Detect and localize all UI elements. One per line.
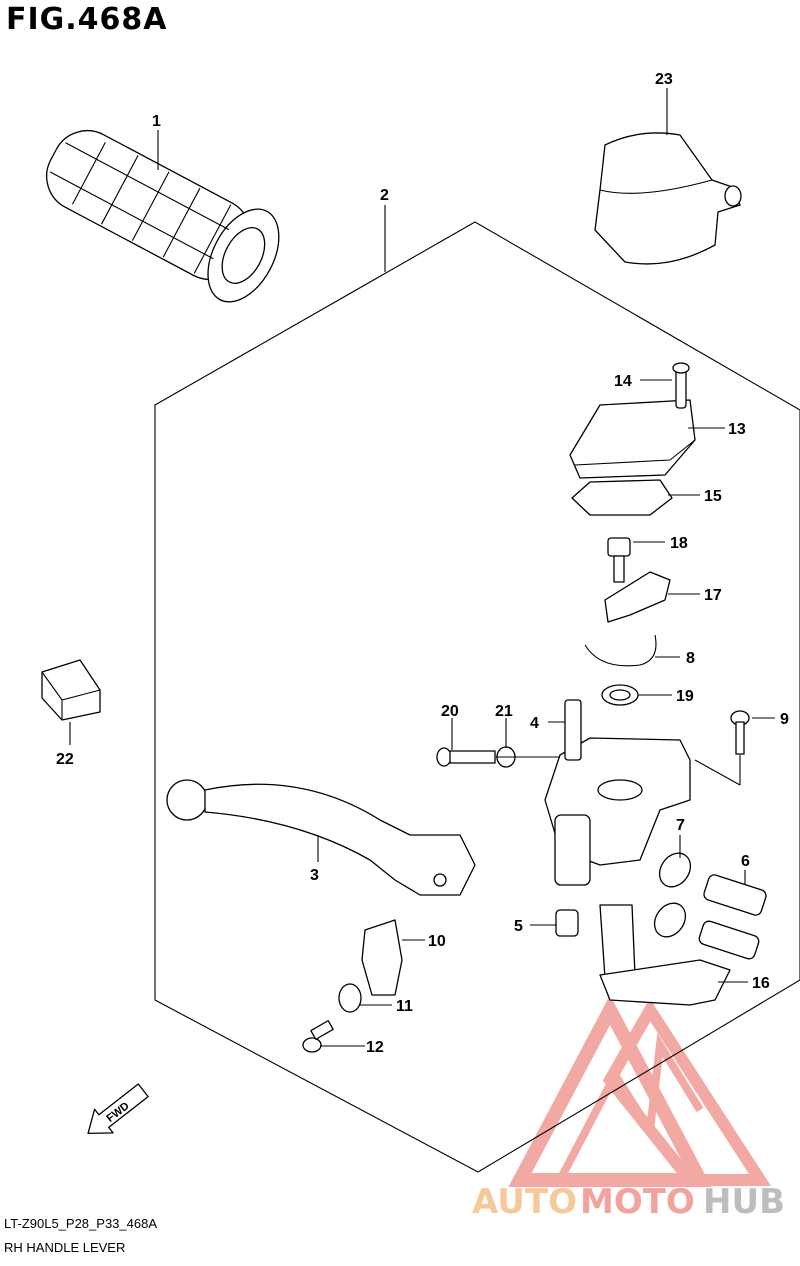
watermark-part-hub: HUB [703, 1182, 785, 1222]
figure-code: LT-Z90L5_P28_P33_468A [4, 1216, 157, 1231]
lower-small-parts [302, 919, 403, 1053]
callout-13: 13 [728, 421, 746, 438]
callout-2: 2 [380, 187, 389, 204]
lever-boot-part [594, 132, 742, 265]
figure-name: RH HANDLE LEVER [4, 1240, 126, 1255]
callout-22: 22 [56, 751, 74, 768]
callout-17: 17 [704, 587, 722, 604]
callout-18: 18 [670, 535, 688, 552]
callout-12: 12 [366, 1039, 384, 1056]
callout-15: 15 [704, 488, 722, 505]
adjuster-parts [555, 852, 767, 960]
callout-4: 4 [530, 715, 539, 732]
watermark-part-auto: AUTO [472, 1182, 577, 1222]
watermark-part-moto: MOTO [580, 1182, 695, 1222]
callout-labels: 1 2 3 4 5 6 7 8 9 10 11 12 13 14 15 16 1… [56, 71, 789, 1056]
callout-19: 19 [676, 688, 694, 705]
master-cylinder-part [544, 699, 731, 1006]
callout-1: 1 [152, 113, 161, 130]
callout-16: 16 [752, 975, 770, 992]
brake-lever-part [166, 779, 476, 896]
assembly-outline [154, 221, 800, 1173]
callout-9: 9 [780, 711, 789, 728]
callout-10: 10 [428, 933, 446, 950]
callout-23: 23 [655, 71, 673, 88]
upper-small-parts [584, 537, 671, 706]
grease-part [41, 659, 101, 721]
callout-7: 7 [676, 817, 685, 834]
watermark-text: AUTO MOTO HUB [472, 1182, 785, 1222]
callout-14: 14 [614, 373, 632, 390]
callout-3: 3 [310, 867, 319, 884]
callout-21: 21 [495, 703, 513, 720]
callout-5: 5 [514, 918, 523, 935]
grip-part [46, 130, 280, 303]
callout-8: 8 [686, 650, 695, 667]
callout-11: 11 [396, 998, 413, 1015]
reservoir-cap-part [569, 362, 696, 516]
figure-title: FIG.468A [6, 2, 168, 37]
callout-20: 20 [441, 703, 459, 720]
forward-arrow-icon: FWD [87, 1083, 149, 1135]
leader-lines [69, 88, 775, 1047]
callout-6: 6 [741, 853, 750, 870]
watermark-logo [508, 995, 772, 1187]
